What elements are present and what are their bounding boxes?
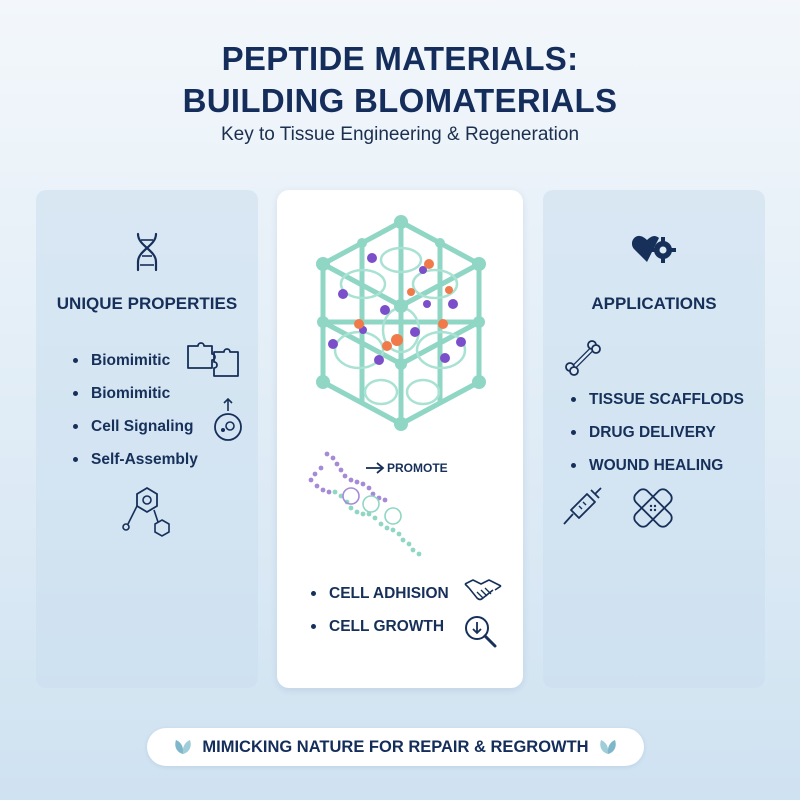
leaf-icon	[175, 740, 192, 754]
tagline-banner: MIMICKING NATURE FOR REPAIR & REGROWTH	[147, 728, 644, 766]
bandage-icon	[633, 488, 673, 528]
puzzle-icon	[187, 342, 239, 377]
properties-list: Biomimitic Biomimitic Cell Signaling Sel…	[73, 351, 198, 483]
promote-list: CELL ADHISION CELL GROWTH	[311, 584, 449, 650]
list-item: CELL ADHISION	[311, 584, 449, 617]
applications-list: TISSUE SCAFFLODS DRUG DELIVERY WOUND HEA…	[571, 390, 744, 489]
list-item: CELL GROWTH	[311, 617, 449, 650]
applications-panel: APPLICATIONS TISSUE SCAFFLODS DRUG DELIV…	[543, 190, 765, 688]
list-item: Biomimitic	[73, 351, 198, 384]
title-line-1: PEPTIDE MATERIALS:	[221, 40, 579, 77]
list-item: WOUND HEALING	[571, 456, 744, 489]
promote-label: PROMOTE	[387, 461, 448, 475]
title-line-2: BUILDING BLOMATERIALS	[182, 82, 618, 119]
syringe-icon	[563, 487, 602, 525]
bone-icon	[565, 340, 601, 376]
list-item: TISSUE SCAFFLODS	[571, 390, 744, 423]
applications-heading: APPLICATIONS	[591, 294, 717, 313]
list-item: Self-Assembly	[73, 450, 198, 483]
heart-gear-icon	[631, 235, 676, 263]
list-item: DRUG DELIVERY	[571, 423, 744, 456]
magnifier-icon	[465, 616, 497, 648]
arrow-right-icon	[366, 462, 385, 474]
cell-signal-icon	[214, 397, 242, 441]
unique-properties-heading: UNIQUE PROPERTIES	[56, 294, 238, 313]
hydrogel-panel: PROMOTE CELL ADHISION CELL GROWTH	[277, 190, 523, 688]
handshake-icon	[464, 579, 502, 601]
unique-properties-panel: UNIQUE PROPERTIES Biomimitic Biomimitic …	[36, 190, 258, 688]
page-subtitle: Key to Tissue Engineering & Regeneration	[220, 124, 580, 145]
dna-icon	[136, 232, 158, 272]
leaf-icon	[599, 740, 616, 754]
page-title: PEPTIDE MATERIALS: BUILDING BLOMATERIALS	[0, 38, 800, 122]
hydrogel-cube-icon	[316, 215, 486, 431]
tagline-text: MIMICKING NATURE FOR REPAIR & REGROWTH	[202, 737, 589, 756]
molecule-icon	[122, 486, 170, 537]
list-item: Biomimitic	[73, 384, 198, 417]
list-item: Cell Signaling	[73, 417, 198, 450]
peptide-chain-icon	[308, 451, 422, 557]
